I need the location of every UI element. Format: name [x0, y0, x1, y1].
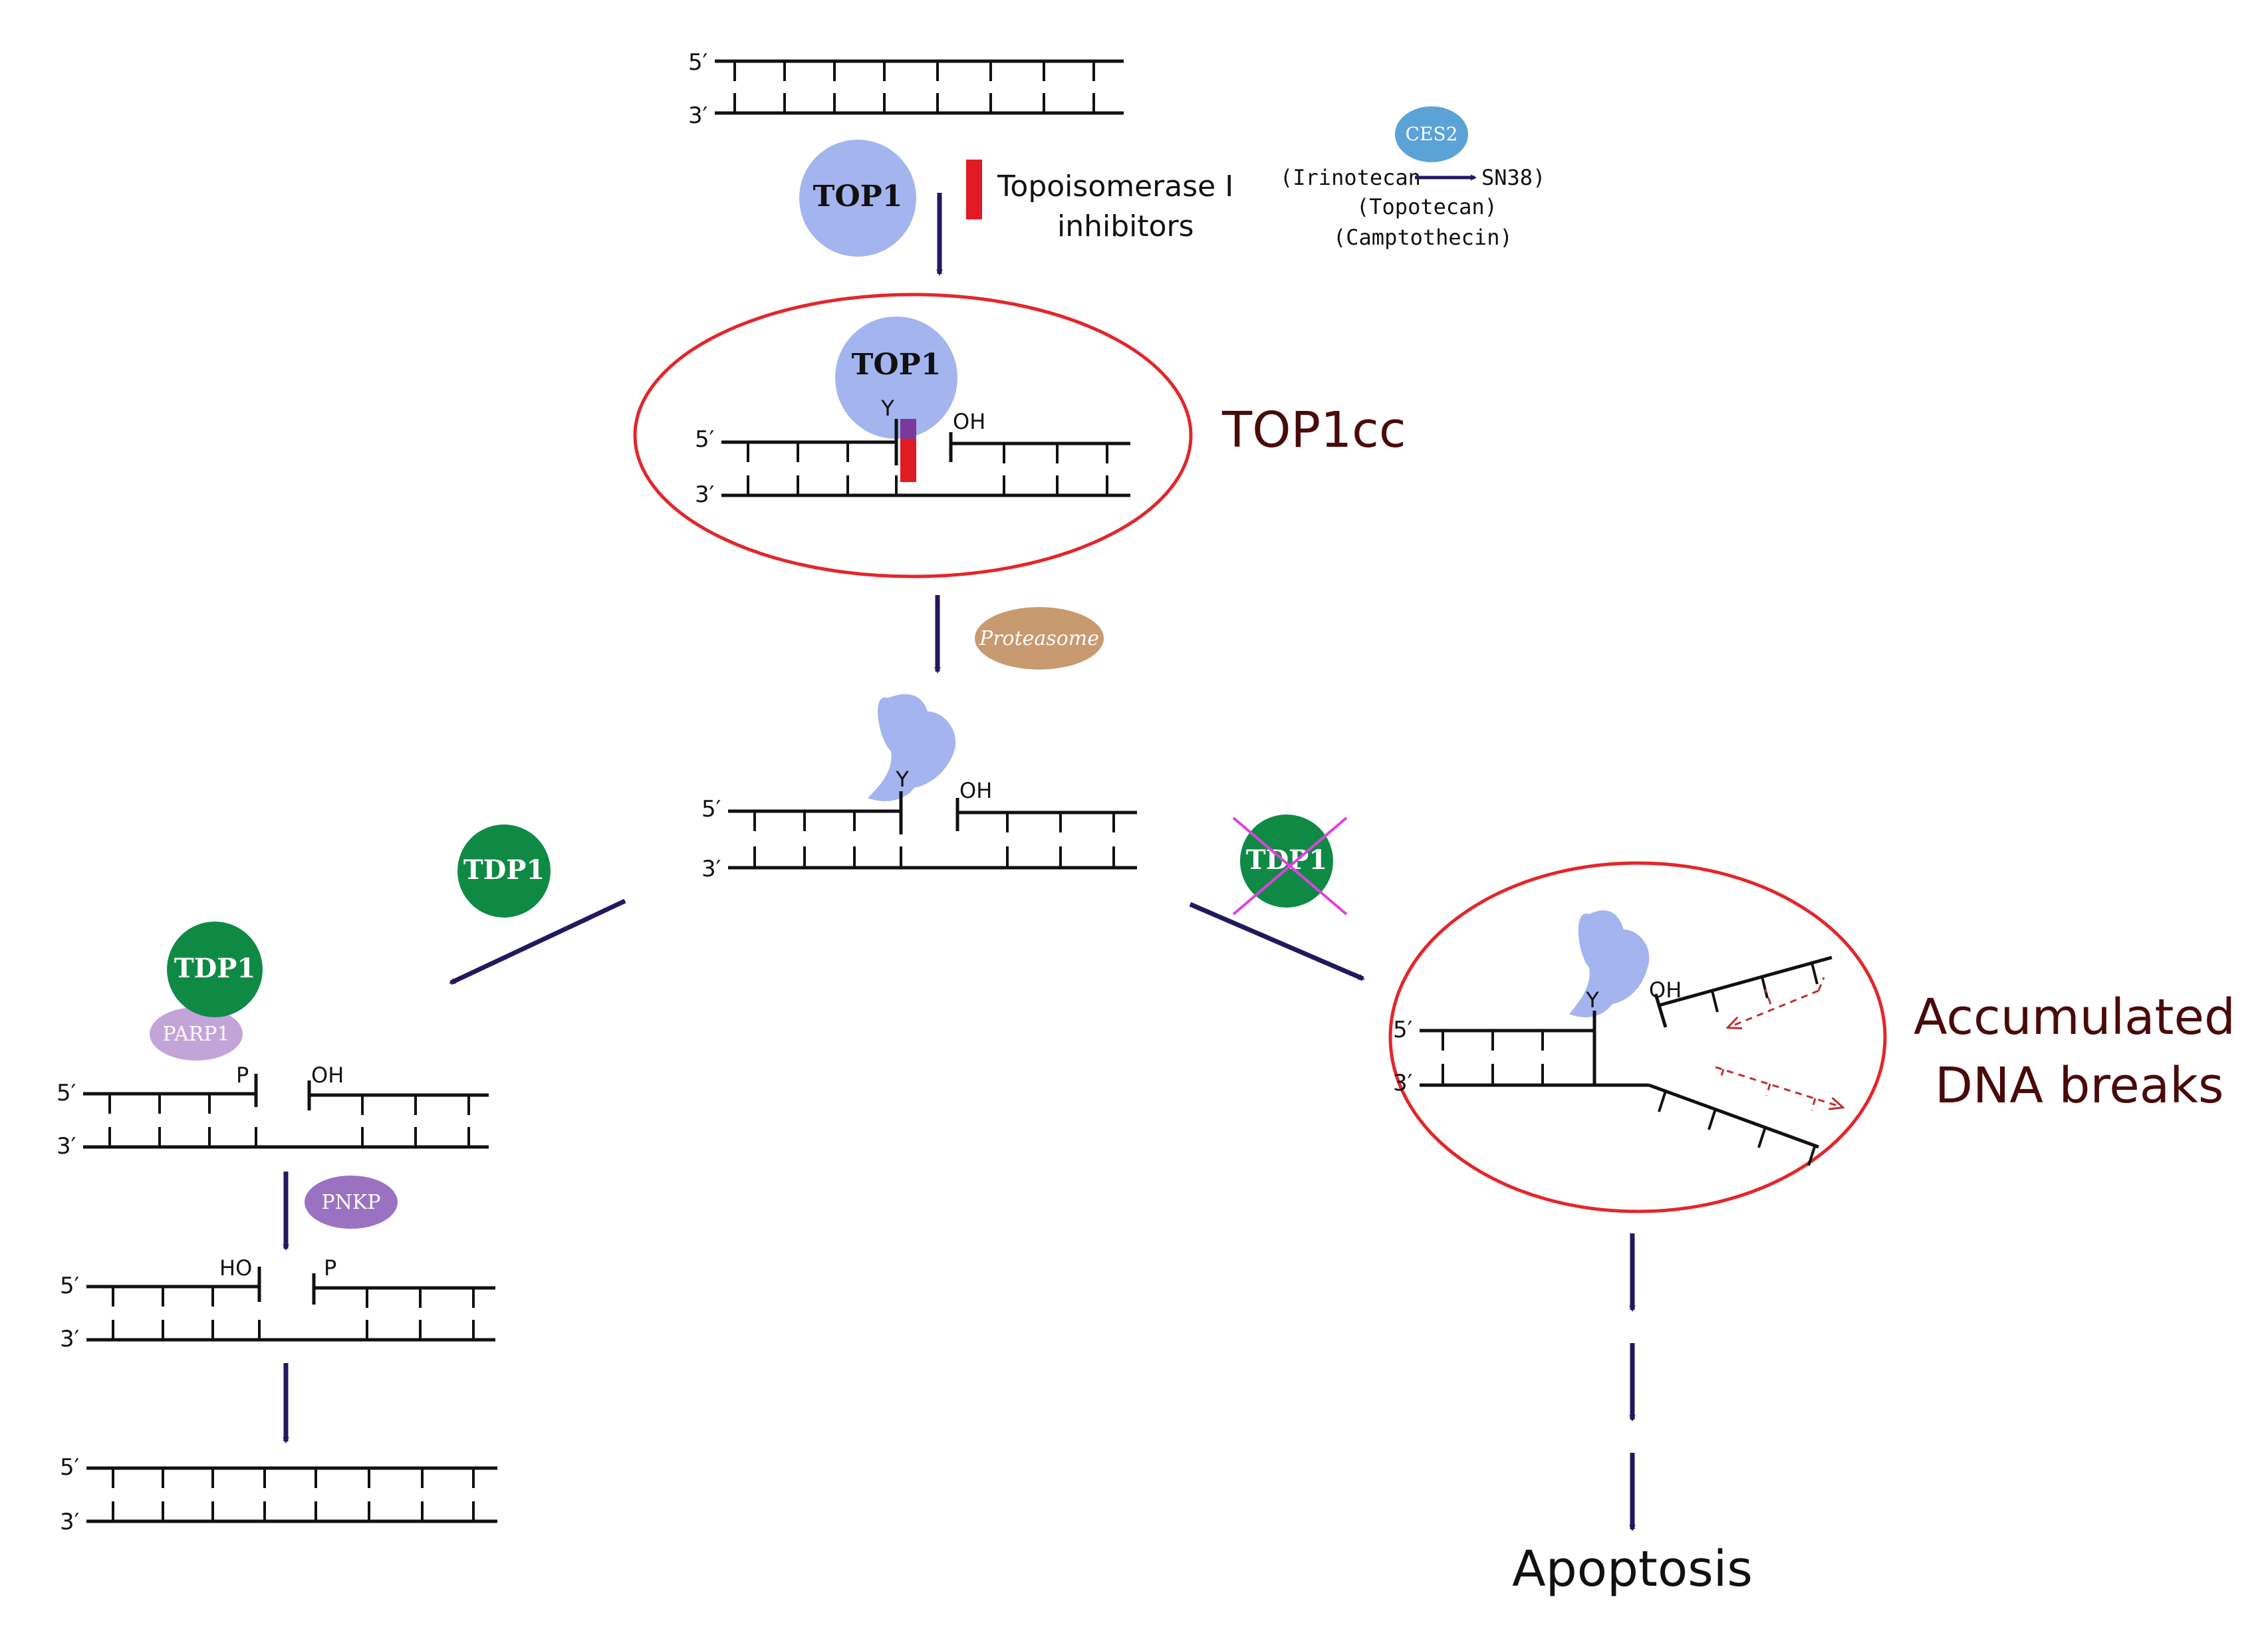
top1-enzyme: TOP1 [799, 140, 916, 257]
tdp1-enzyme: TDP1 [457, 824, 551, 918]
oh-label: OH [1649, 977, 1682, 1003]
top1cc-label: TOP1cc [1221, 402, 1406, 459]
p-label: P [236, 1063, 249, 1088]
apoptosis-label: Apoptosis [1512, 1541, 1753, 1598]
tyrosine-label: Y [1585, 987, 1599, 1013]
tyrosine-label: Y [895, 767, 909, 792]
five-prime-label: 5′ [1393, 1017, 1412, 1043]
arrow-to-repair [449, 898, 626, 985]
pnkp-label: PNKP [321, 1191, 380, 1214]
ces2-enzyme: CES2 [1395, 106, 1468, 162]
three-prime-label: 3′ [1393, 1070, 1412, 1096]
dna-repair-step2: HO P 5′ 3′ [60, 1255, 495, 1352]
tdp1-absent-label: TDP1 [1246, 844, 1327, 876]
three-prime-label: 3′ [701, 856, 721, 882]
oh-label: OH [311, 1063, 344, 1088]
topotecan-label: (Topotecan) [1356, 194, 1497, 219]
irinotecan-label: (Irinotecan [1280, 165, 1421, 190]
top1-label: TOP1 [813, 180, 903, 213]
tyrosine-label: Y [880, 396, 894, 421]
camptothecin-label: (Camptothecin) [1333, 225, 1513, 250]
three-prime-label: 3′ [60, 1326, 79, 1352]
three-prime-label: 3′ [695, 481, 714, 508]
five-prime-label: 5′ [60, 1454, 79, 1481]
dna-breaks-ellipse [1388, 861, 1887, 1213]
dna-repair-step1: P OH 5′ 3′ [57, 1063, 489, 1160]
proteasome-label: Proteasome [979, 627, 1099, 650]
top1cc-complex: TOP1 Y 5′ 3′ OH [695, 316, 1130, 508]
pnkp-enzyme: PNKP [305, 1176, 398, 1229]
ho-label: HO [219, 1255, 252, 1281]
ces2-label: CES2 [1406, 123, 1458, 145]
accumulated-breaks-label-line2: DNA breaks [1935, 1057, 2224, 1114]
oh-label: OH [959, 778, 992, 803]
tdp1-absent: TDP1 [1232, 815, 1348, 916]
tdp1-label: TDP1 [463, 854, 545, 886]
sn38-label: SN38) [1481, 165, 1545, 190]
top1cc-ellipse [633, 293, 1193, 578]
dna-repaired: 5′ 3′ [60, 1454, 497, 1535]
inhibitor-bar [966, 160, 982, 219]
inhibitor-label-line1: Topoisomerase I [997, 170, 1233, 203]
inhibitor-label-line2: inhibitors [1057, 209, 1194, 243]
three-prime-label: 3′ [60, 1509, 79, 1535]
parp1-label: PARP1 [163, 1023, 230, 1046]
oh-label: OH [953, 409, 985, 434]
top1-peptide-fragment [1569, 910, 1650, 1017]
arrow-to-breaks [1189, 902, 1365, 981]
accumulated-breaks-label-line1: Accumulated [1914, 989, 2235, 1046]
top1-bound-label: TOP1 [852, 348, 942, 382]
five-prime-label: 5′ [701, 796, 721, 822]
dna-top1-peptide: Y 5′ 3′ OH [701, 694, 1137, 882]
five-prime-label: 5′ [57, 1080, 76, 1106]
dna-intact-top: 5′ 3′ [688, 49, 1124, 129]
proteasome: Proteasome [975, 607, 1104, 670]
five-prime-label: 5′ [688, 49, 707, 76]
p-label: P [324, 1255, 336, 1281]
five-prime-label: 5′ [60, 1273, 79, 1299]
five-prime-label: 5′ [695, 426, 714, 453]
three-prime-label: 3′ [688, 102, 707, 129]
tdp1-bound-label: TDP1 [174, 953, 255, 984]
dna-break-fork: Y 5′ 3′ OH [1393, 910, 1842, 1166]
three-prime-label: 3′ [57, 1133, 76, 1160]
top1-peptide-fragment [868, 694, 956, 801]
tdp1-parp1-complex: PARP1 TDP1 [150, 922, 263, 1061]
